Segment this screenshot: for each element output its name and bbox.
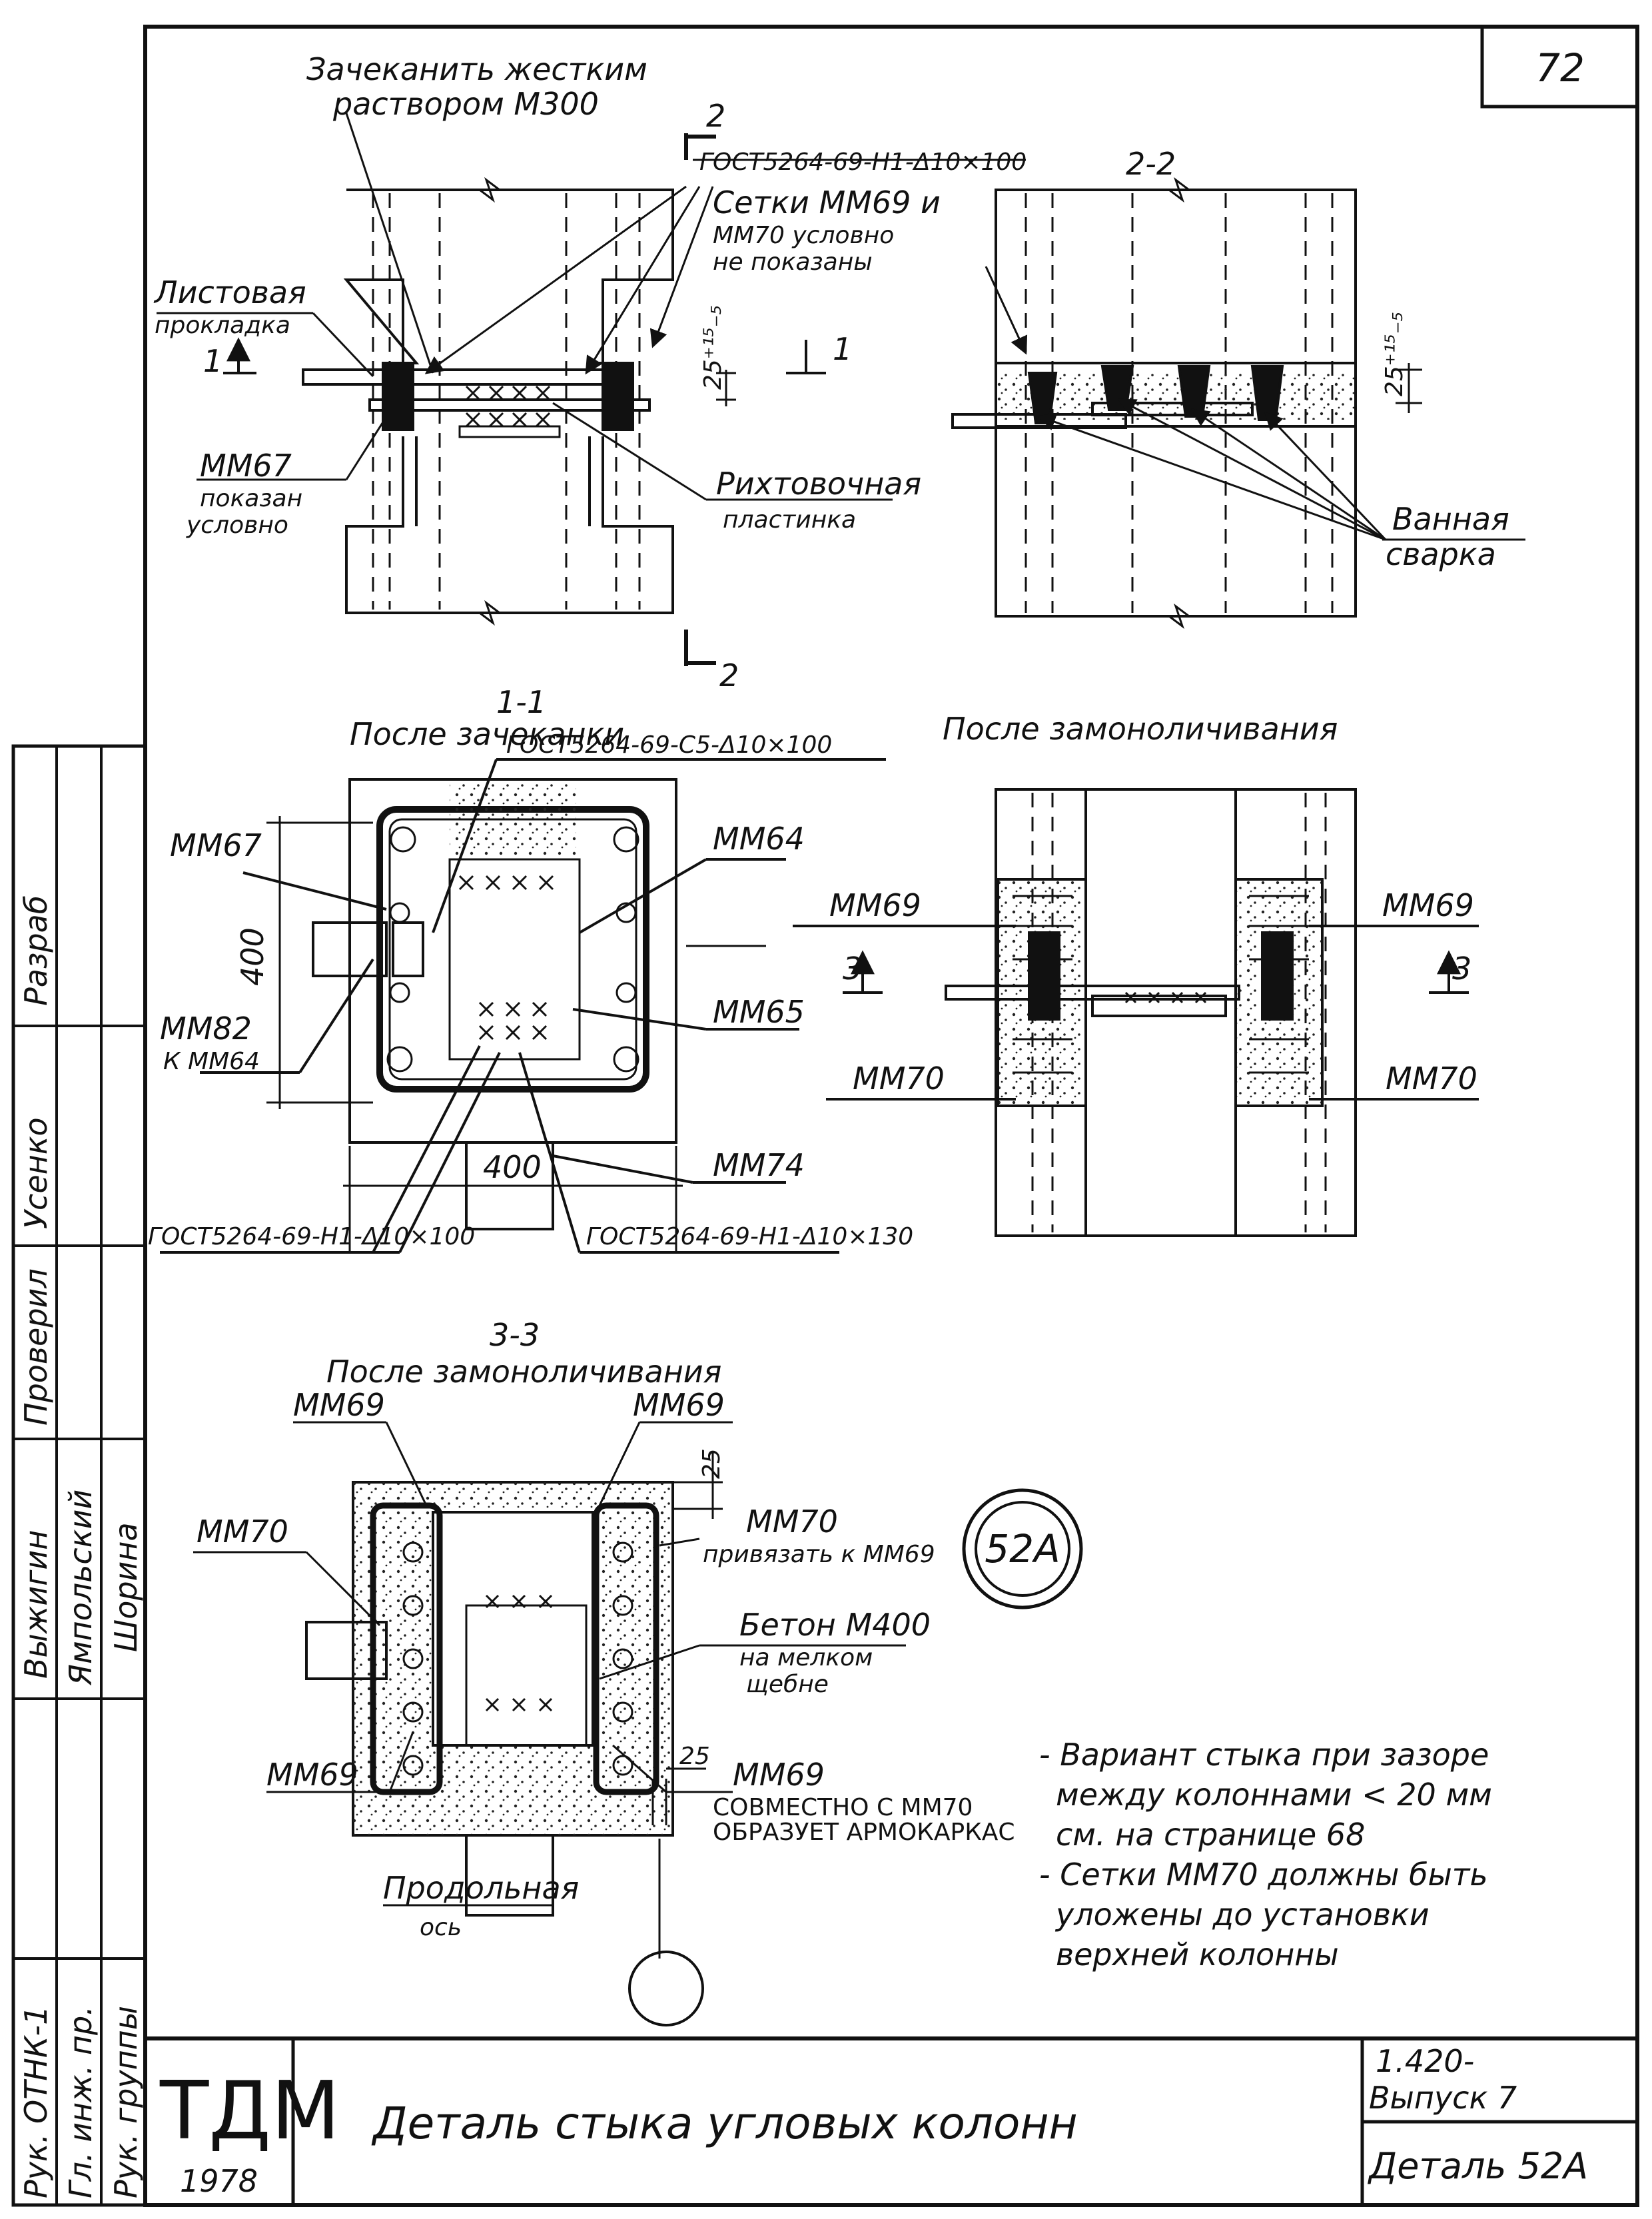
role-chief-engineer: Гл. инж. пр. <box>63 2006 99 2198</box>
mm69-frame-note-line2: ОБРАЗУЕТ АРМОКАРКАС <box>713 1819 1015 1846</box>
mm69-label-top-right: ММ69 <box>633 1387 725 1423</box>
mm82-note: К ММ64 <box>163 1048 260 1075</box>
gost-left-bottom: ГОСТ5264-69-Н1-Δ10×100 <box>148 1223 475 1250</box>
view-mid-left <box>160 758 886 1254</box>
section-1-1-title: 1-1 <box>496 684 546 720</box>
mm70-label-bottom-left: ММ70 <box>197 1514 288 1550</box>
axis-label-line2: ось <box>420 1914 462 1941</box>
concrete-line3: щебне <box>746 1671 829 1698</box>
page-number: 72 <box>1535 45 1585 91</box>
mesh-note-line3: не показаны <box>713 248 873 276</box>
gost-weld-top: ГОСТ5264-69-Н1-Δ10×100 <box>699 149 1027 176</box>
mm67-label-line3: условно <box>186 512 288 539</box>
cut-mark-1-right: 1 <box>833 331 852 367</box>
mesh-note-line1: Сетки ММ69 и <box>713 185 941 221</box>
note-line-3: см. на странице 68 <box>1056 1817 1365 1853</box>
mm82-label: ММ82 <box>160 1011 252 1047</box>
year: 1978 <box>180 2163 258 2199</box>
align-plate-line1: Рихтовочная <box>716 466 921 502</box>
name-shorina: Шорина <box>108 1522 144 1652</box>
bath-weld-line1: Ванная <box>1392 501 1509 537</box>
mm69-label-top-left: ММ69 <box>293 1387 385 1423</box>
gost-right-bottom: ГОСТ5264-69-Н1-Δ10×130 <box>586 1223 913 1250</box>
dim-25-left: 25⁺¹⁵₋₅ <box>699 305 727 390</box>
section-2-2-title: 2-2 <box>1126 146 1176 182</box>
mm64-label: ММ64 <box>713 821 805 857</box>
sheet-pad-line1: Листовая <box>153 274 306 310</box>
concrete-line2: на мелком <box>739 1644 873 1671</box>
detail-stamp-label: 52A <box>985 1526 1060 1571</box>
series-line2: Выпуск 7 <box>1369 2080 1517 2116</box>
align-plate-line2: пластинка <box>723 506 856 534</box>
mm70-tie-note: привязать к ММ69 <box>703 1541 935 1568</box>
mm65-label: ММ65 <box>713 994 805 1030</box>
notes-block: - Вариант стыка при зазоре между колонна… <box>1039 1737 1492 1973</box>
cut-mark-3-left: 3 <box>843 951 862 987</box>
side-stamp-texts: Рук. ОТНК-1 Гл. инж. пр. Рук. группы Выж… <box>18 895 144 2198</box>
note-line-1: - Вариант стыка при зазоре <box>1039 1737 1489 1773</box>
mm74-label: ММ74 <box>713 1147 805 1183</box>
dim-25-bottom: 25 <box>679 1743 710 1770</box>
section-mark-2-bottom: 2 <box>719 658 739 693</box>
view-bottom <box>193 1421 906 2026</box>
section-3-3-title: 3-3 <box>490 1317 540 1353</box>
after-monolith-subtitle-mid: После замоноличивания <box>943 711 1338 747</box>
mm67-label-line2: показан <box>200 485 302 512</box>
dim-400-vertical: 400 <box>234 927 270 986</box>
title-block <box>145 2036 1637 2205</box>
name-vyzhigin: Выжигин <box>18 1530 54 1679</box>
detail-stamp <box>962 1488 1083 1609</box>
side-stamp <box>11 744 147 2207</box>
note-caulk-line1: Зачеканить жестким <box>306 51 647 87</box>
mm67-label-line1: ММ67 <box>200 448 292 484</box>
after-caulk-subtitle: После зачеканки <box>350 716 624 752</box>
role-group-head: Рук. группы <box>108 2006 144 2198</box>
developed-label: Разраб <box>18 895 54 1006</box>
bath-weld-line2: сварка <box>1386 536 1496 572</box>
dim-25-right: 25⁺¹⁵₋₅ <box>1381 312 1408 396</box>
dim-25-side: 25 <box>698 1448 725 1479</box>
note-line-2: между колоннами < 20 мм <box>1056 1777 1492 1813</box>
mm70-label-mid-right: ММ70 <box>1386 1061 1477 1097</box>
mm70-label-bottom-right: ММ70 <box>746 1504 838 1540</box>
view-top-right <box>951 177 1525 630</box>
sheet-pad-line2: прокладка <box>155 312 290 339</box>
detail-number: Деталь 52А <box>1368 2145 1588 2187</box>
role-head-dept: Рук. ОТНК-1 <box>18 2006 54 2198</box>
mm69-label-mid-left: ММ69 <box>829 887 921 923</box>
view-mid-right <box>793 788 1479 1237</box>
name-yampolsky: Ямпольский <box>63 1490 99 1686</box>
note-line-4: - Сетки ММ70 должны быть <box>1039 1857 1488 1893</box>
mesh-note-line2: ММ70 условно <box>713 222 894 249</box>
mm69-label-mid-right: ММ69 <box>1382 887 1474 923</box>
checked-label: Проверил <box>18 1268 54 1426</box>
mm69-label-bottom-right: ММ69 <box>733 1757 825 1793</box>
mm67-label: ММ67 <box>170 827 262 863</box>
section-mark-2-top: 2 <box>706 98 725 134</box>
view-top-left <box>157 113 1026 666</box>
cut-mark-1-left: 1 <box>203 343 222 379</box>
after-monolith-subtitle-bottom: После замоноличивания <box>326 1354 721 1390</box>
note-line-5: уложены до установки <box>1054 1897 1430 1933</box>
mm70-label-mid-left: ММ70 <box>853 1061 945 1097</box>
organization-logo: ТДМ <box>159 2065 340 2158</box>
cut-mark-3-right: 3 <box>1452 951 1471 987</box>
note-line-6: верхней колонны <box>1056 1937 1339 1973</box>
series-line1: 1.420- <box>1376 2043 1474 2079</box>
note-caulk-line2: раствором М300 <box>332 86 599 122</box>
drawing-title: Деталь стыка угловых колонн <box>371 2098 1078 2149</box>
gost-c5: ГОСТ5264-69-С5-Δ10×100 <box>506 731 832 759</box>
mm69-label-bottom-left: ММ69 <box>266 1757 358 1793</box>
axis-label-line1: Продольная <box>383 1870 579 1906</box>
dim-400-horizontal: 400 <box>483 1149 542 1185</box>
name-usenko: Усенко <box>18 1117 54 1229</box>
mm69-frame-note-line1: СОВМЕСТНО С ММ70 <box>713 1794 973 1821</box>
concrete-line1: Бетон М400 <box>739 1607 931 1643</box>
